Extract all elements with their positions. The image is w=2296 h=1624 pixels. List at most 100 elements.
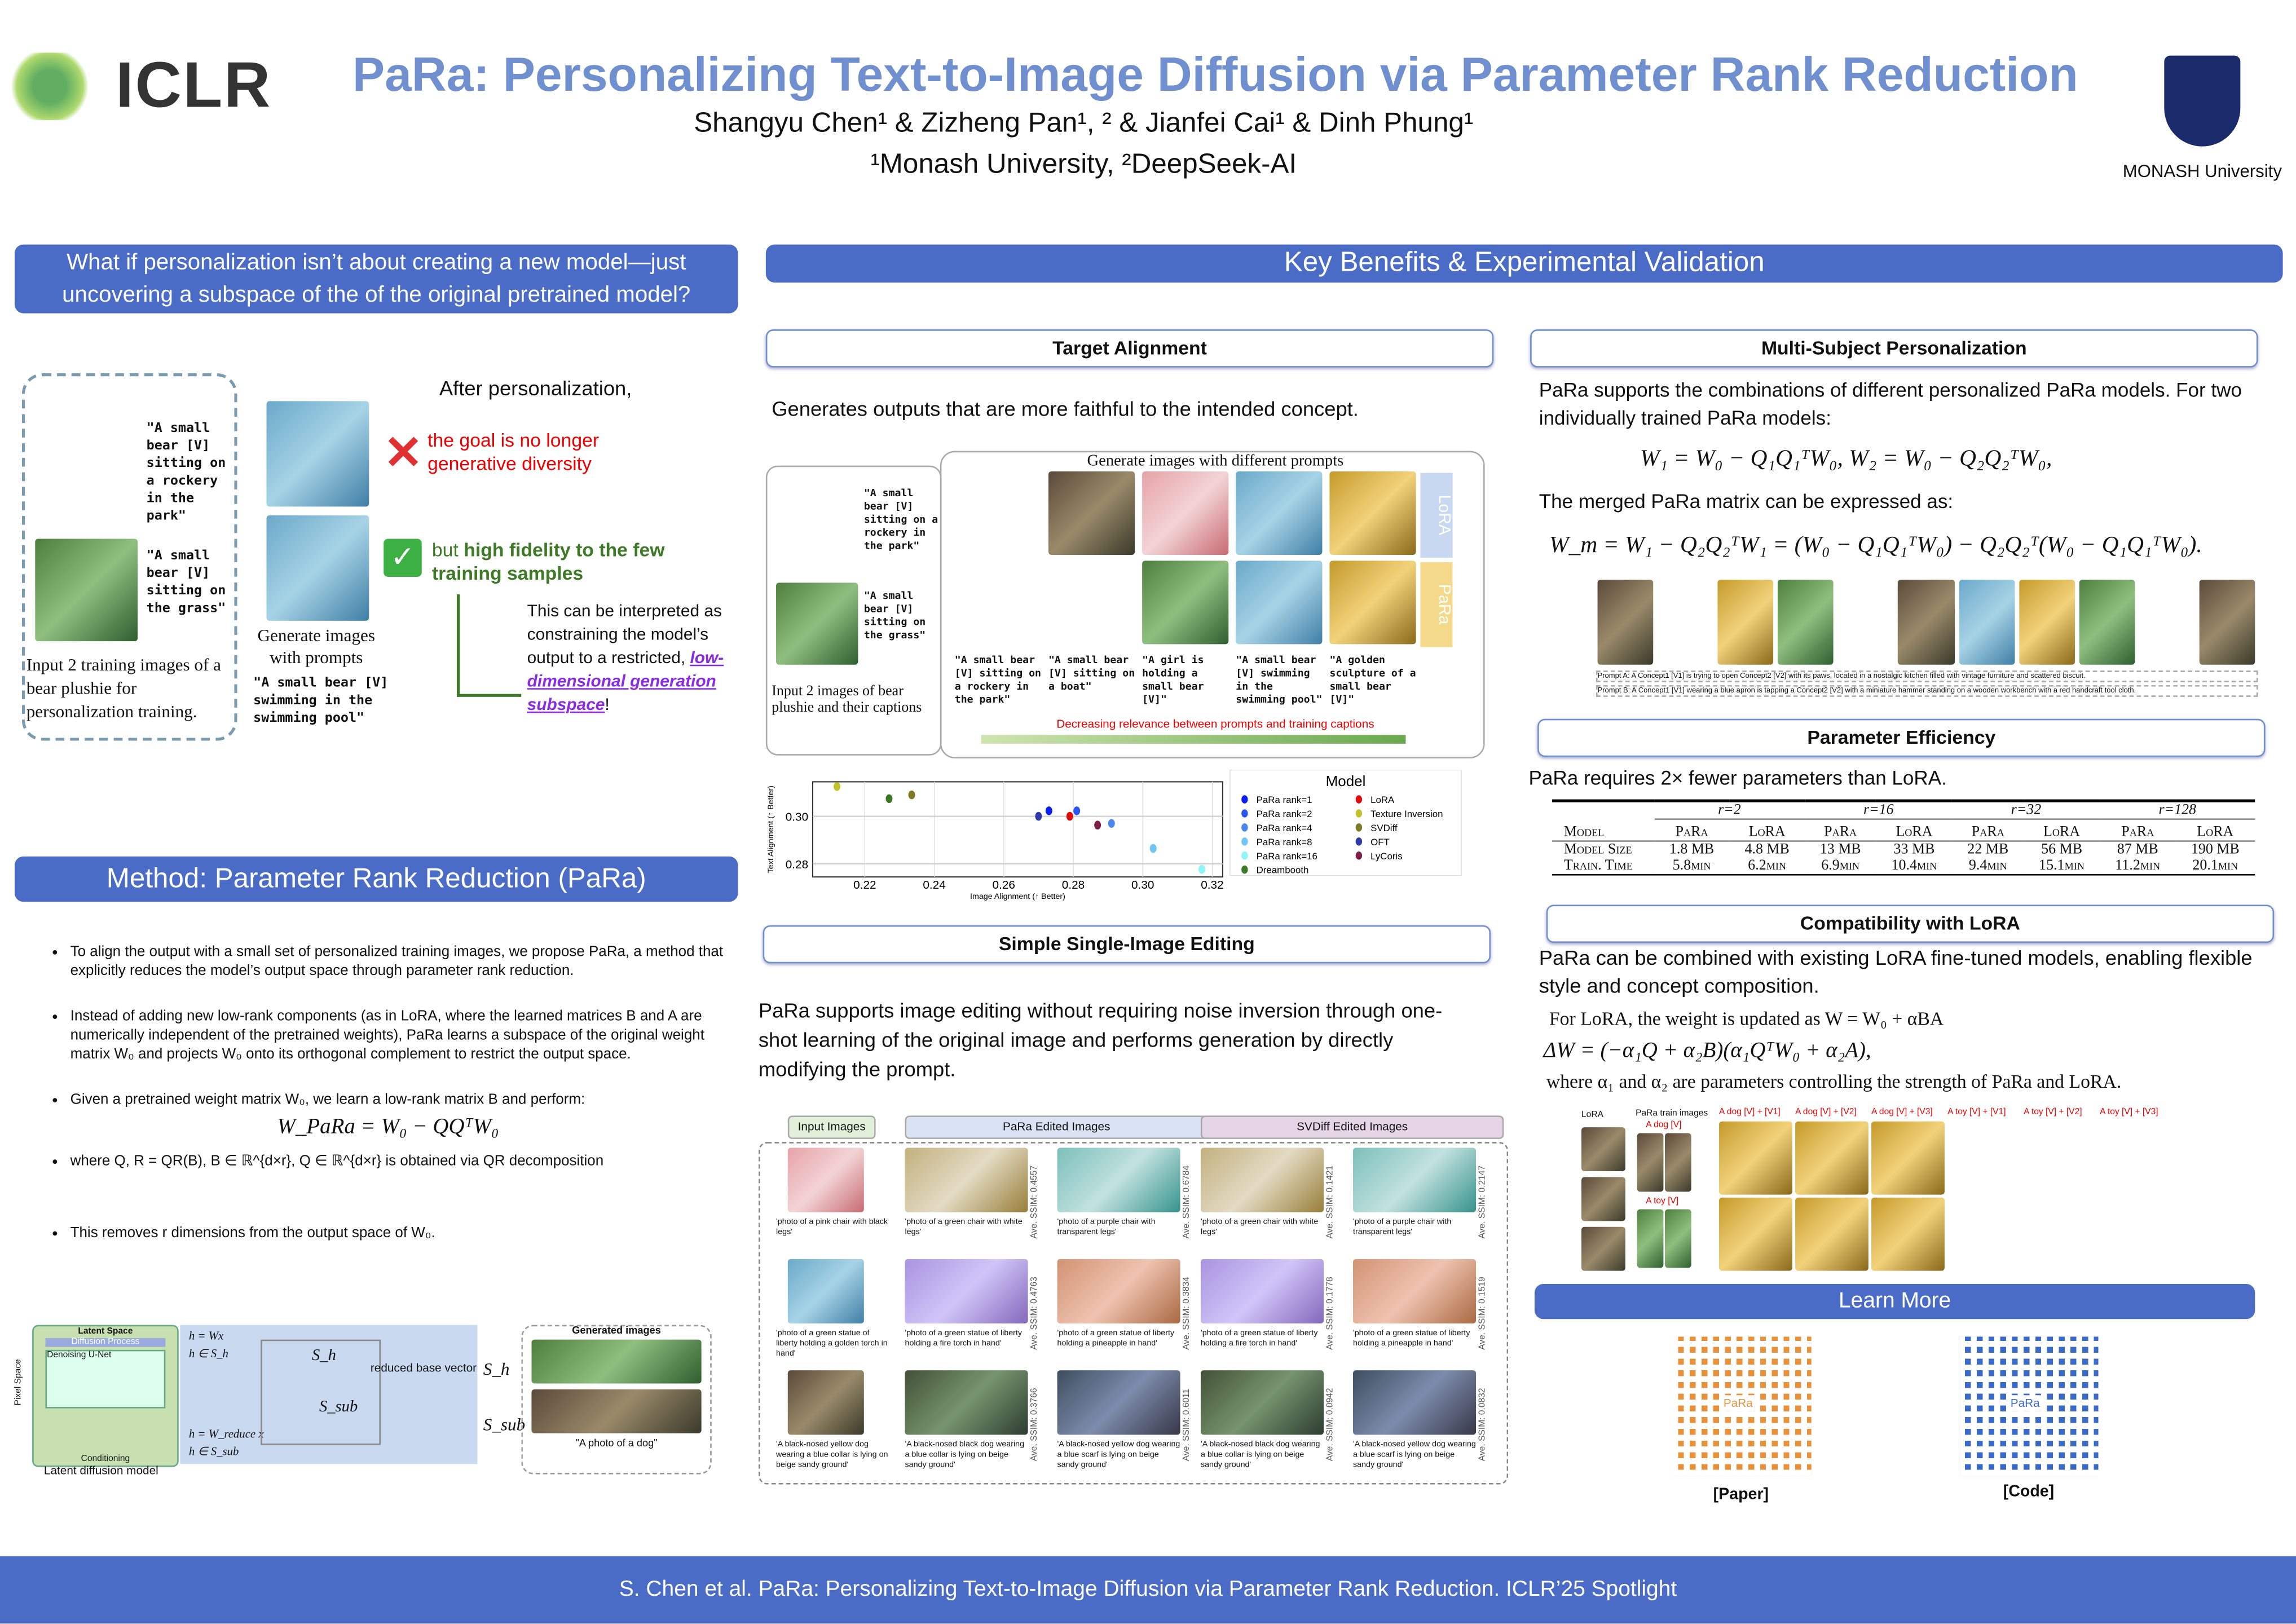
column-header: PaRa bbox=[1824, 824, 1857, 841]
target-prompt: "A girl is holding a small bear [V]" bbox=[1142, 654, 1204, 706]
method-bullets: To align the output with a small set of … bbox=[44, 943, 732, 1269]
compat-result-image bbox=[1947, 1198, 2021, 1271]
authors: Shangyu Chen¹ & Zizheng Pan¹, ² & Jianfe… bbox=[694, 108, 1474, 139]
iclr-logo-text: ICLR bbox=[116, 50, 272, 122]
scatter-point bbox=[885, 794, 893, 804]
multi-desc: PaRa supports the combinations of differ… bbox=[1539, 379, 2242, 429]
lora-style-image bbox=[1581, 1177, 1625, 1221]
code-qr-code[interactable]: PaRa bbox=[1959, 1336, 2099, 1476]
cross-text: the goal is no longer generative diversi… bbox=[428, 429, 600, 475]
edited-caption: 'A black-nosed black dog wearing a blue … bbox=[905, 1440, 1025, 1470]
ssim-label: Ave. SSIM: 0.0942 bbox=[1327, 1388, 1336, 1462]
target-generated-image bbox=[1236, 471, 1323, 555]
compat-label-train: PaRa train images bbox=[1636, 1109, 1708, 1119]
compat-result-label: A dog [V] + [V2] bbox=[1795, 1108, 1857, 1117]
cross-icon: ✕ bbox=[384, 426, 423, 479]
target-train-image-1 bbox=[776, 480, 858, 562]
h-in: h ∈ S_h bbox=[188, 1347, 228, 1360]
target-alignment-header: Target Alignment bbox=[765, 329, 1494, 368]
editing-column-header: Input Images bbox=[787, 1115, 876, 1139]
legend-marker bbox=[1241, 795, 1248, 804]
edited-image bbox=[1352, 1370, 1477, 1435]
benefits-banner: Key Benefits & Experimental Validation bbox=[765, 244, 2283, 283]
input-label: Input 2 training images of a bear plushi… bbox=[26, 654, 221, 722]
training-images-box bbox=[21, 373, 237, 741]
legend-marker bbox=[1355, 809, 1363, 818]
generated-image-2 bbox=[266, 515, 369, 621]
para-train-image bbox=[1637, 1209, 1664, 1268]
para-equation: W_PaRa = W₀ − QQᵀW₀ bbox=[277, 1115, 499, 1139]
table-cell: 6.9min bbox=[1821, 858, 1860, 874]
generated-images-box: Generated images "A photo of a dog" bbox=[521, 1325, 712, 1475]
paper-qr-code[interactable]: PaRa bbox=[1672, 1336, 1812, 1476]
ldm-diagram: Latent Space Diffusion Process Denoising… bbox=[32, 1325, 179, 1467]
method-banner: Method: Parameter Rank Reduction (PaRa) bbox=[14, 856, 738, 902]
scatter-point bbox=[834, 782, 841, 791]
method-bullet-1: To align the output with a small set of … bbox=[70, 943, 733, 981]
scatter-point bbox=[1149, 844, 1157, 853]
compat-result-label: A toy [V] + [V3] bbox=[2100, 1108, 2158, 1117]
edited-image bbox=[1352, 1259, 1477, 1324]
subspace-link[interactable]: low-dimensional generation subspace bbox=[527, 650, 724, 714]
edited-caption: 'photo of a purple chair with transparen… bbox=[1352, 1218, 1452, 1237]
multi-eq2: W_m = W₁ − Q₂Q₂ᵀW₁ = (W₀ − Q₁Q₁ᵀW₀) − Q₂… bbox=[1549, 533, 2202, 558]
ssub-label: S_sub bbox=[319, 1398, 358, 1416]
target-prompt: "A small bear [V] sitting on a boat" bbox=[1048, 654, 1135, 693]
x-axis-label: Image Alignment (↑ Better) bbox=[970, 892, 1065, 901]
target-generated-image bbox=[955, 471, 1041, 555]
scatter-point bbox=[1035, 811, 1042, 821]
ssim-label: Ave. SSIM: 0.2147 bbox=[1479, 1165, 1488, 1239]
column-header: PaRa bbox=[1675, 824, 1708, 841]
table-cell: 10.4min bbox=[1891, 858, 1937, 874]
method-bullet-2: Instead of adding new low-rank component… bbox=[70, 1007, 733, 1064]
legend-label: PaRa rank=4 bbox=[1257, 823, 1312, 833]
interp-end: ! bbox=[605, 696, 610, 714]
table-cell: 15.1min bbox=[2039, 858, 2085, 874]
legend-marker bbox=[1241, 837, 1248, 846]
generate-prompt: "A small bear [V] swimming in the swimmi… bbox=[253, 676, 389, 726]
row-label-para: PaRa bbox=[1420, 562, 1453, 647]
h-reduce: h = W_reduce x bbox=[188, 1427, 264, 1441]
legend-label: PaRa rank=16 bbox=[1257, 851, 1317, 862]
legend-label: LyCoris bbox=[1370, 851, 1403, 862]
legend-title: Model bbox=[1326, 773, 1366, 789]
generated-label: Generated images bbox=[572, 1326, 661, 1337]
compat-result-image bbox=[1719, 1121, 1792, 1195]
compat-result-image bbox=[1871, 1121, 1945, 1195]
h-eq: h = Wx bbox=[188, 1329, 224, 1343]
monash-wordmark: MONASH University bbox=[2122, 161, 2282, 182]
target-generated-image bbox=[1142, 471, 1229, 555]
x-tick-label: 0.22 bbox=[853, 879, 876, 892]
input-caption: 'photo of a green statue of liberty hold… bbox=[776, 1329, 888, 1359]
edited-image bbox=[1200, 1259, 1324, 1324]
target-generated-image bbox=[955, 561, 1041, 644]
x-tick-label: 0.24 bbox=[923, 879, 945, 892]
legend-label: SVDiff bbox=[1370, 823, 1398, 833]
ldm-label: Latent diffusion model bbox=[43, 1464, 158, 1477]
method-bullet-4: where Q, R = QR(B), B ∈ ℝ^{d×r}, Q ∈ ℝ^{… bbox=[70, 1152, 733, 1171]
check-prefix: but bbox=[431, 539, 464, 561]
target-generated-image bbox=[1329, 471, 1416, 555]
table-cell: 56 MB bbox=[2041, 841, 2083, 858]
scatter-point bbox=[1073, 806, 1081, 815]
column-header: LoRA bbox=[2197, 824, 2234, 841]
edited-caption: 'photo of a green statue of liberty hold… bbox=[1057, 1329, 1175, 1349]
legend-label: Texture Inversion bbox=[1370, 809, 1443, 819]
legend-marker bbox=[1355, 851, 1363, 860]
merged-label: The merged PaRa matrix can be expressed … bbox=[1539, 490, 1954, 513]
editing-column-header: SVDiff Edited Images bbox=[1200, 1115, 1504, 1139]
compat-line2: where α₁ and α₂ are parameters controlli… bbox=[1546, 1070, 2122, 1092]
interp-text: This can be interpreted as constraining … bbox=[527, 603, 722, 668]
target-desc: Generates outputs that are more faithful… bbox=[772, 396, 1359, 421]
train-caption-1: "A small bear [V] sitting on a rockery i… bbox=[146, 421, 226, 524]
train-caption-2: "A small bear [V] sitting on the grass" bbox=[146, 549, 226, 617]
code-link[interactable]: [Code] bbox=[2003, 1483, 2055, 1501]
paper-link[interactable]: [Paper] bbox=[1713, 1486, 1769, 1504]
compat-result-label: A dog [V] + [V1] bbox=[1719, 1108, 1781, 1117]
compat-result-image bbox=[1795, 1121, 1868, 1195]
